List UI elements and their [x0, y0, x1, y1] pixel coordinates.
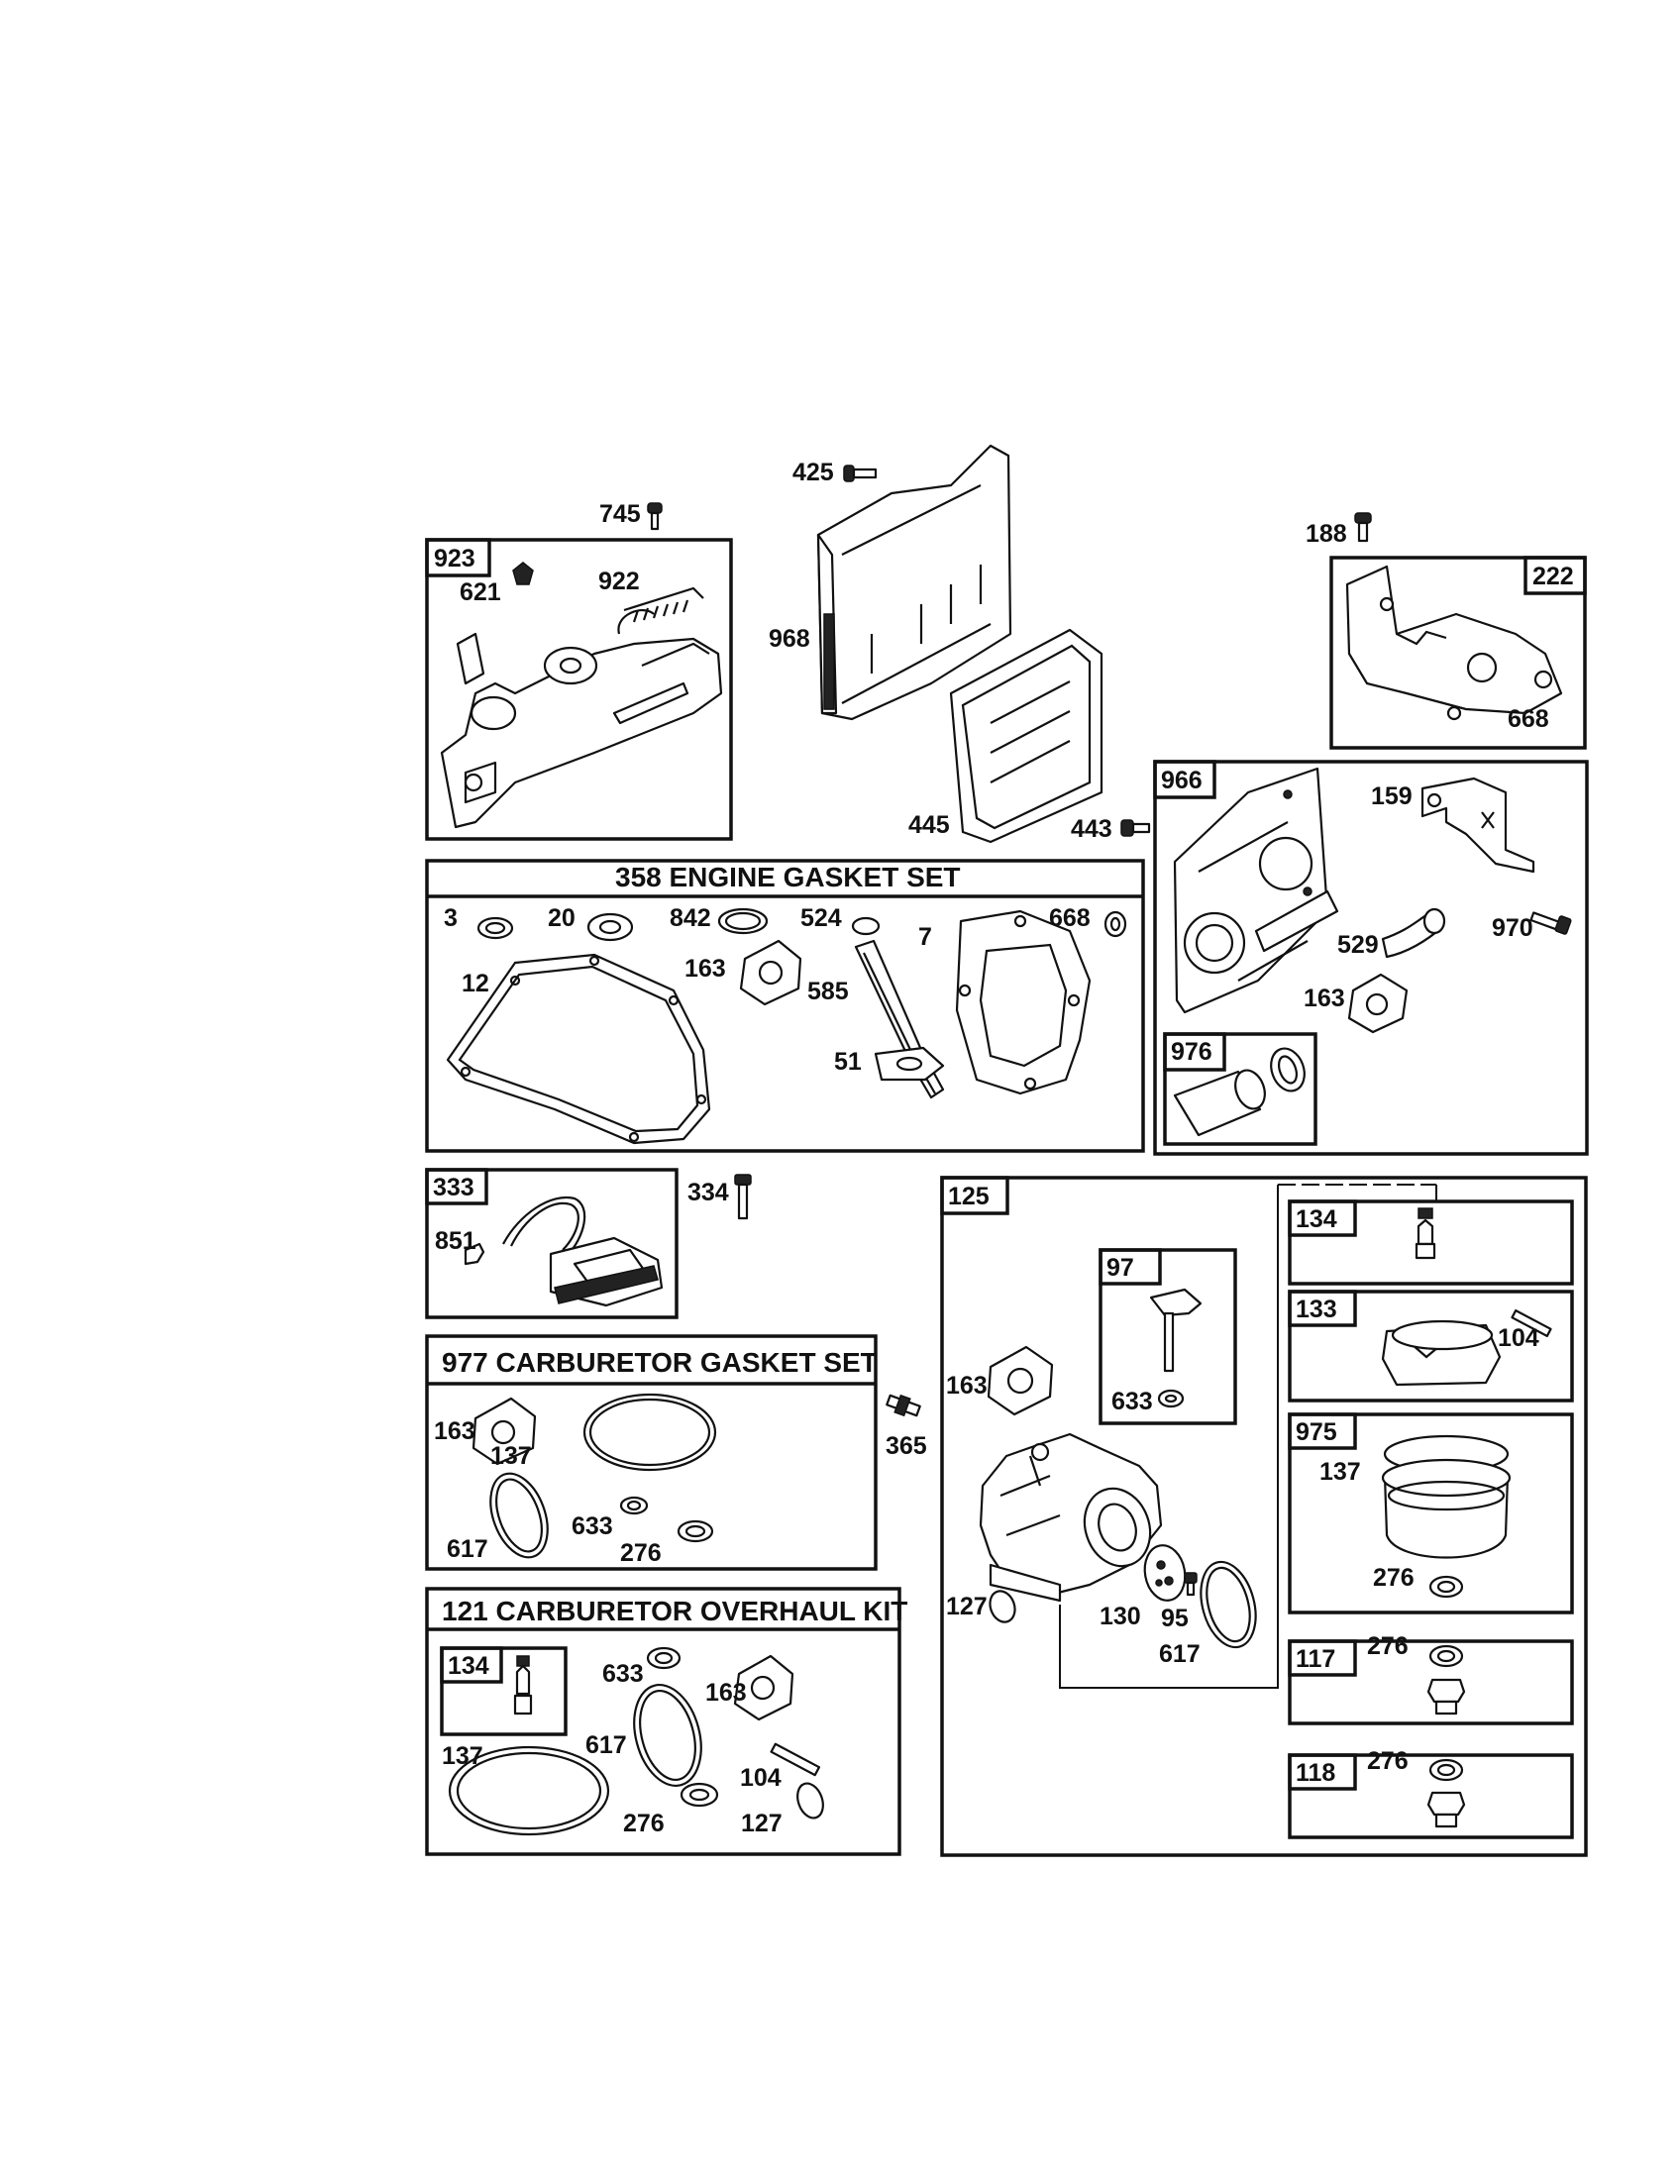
screw-188-drawing: [1354, 512, 1372, 543]
callout-163: 163: [434, 1417, 475, 1445]
carb-overhaul-kit-121-drawing: [448, 1646, 824, 1836]
callout-968: 968: [769, 625, 810, 653]
callout-104: 104: [1498, 1324, 1539, 1352]
callout-617: 617: [585, 1731, 627, 1759]
callout-95: 95: [1161, 1605, 1189, 1632]
box-tag-117: 117: [1296, 1645, 1335, 1673]
callout-617: 617: [447, 1535, 488, 1563]
callout-7: 7: [918, 923, 932, 951]
air-filter-445-drawing: [949, 628, 1103, 844]
carb-gasket-set-977-drawing: [472, 1393, 717, 1559]
callout-127: 127: [946, 1593, 988, 1620]
callout-137: 137: [490, 1442, 532, 1470]
callout-633: 633: [602, 1660, 644, 1688]
stud-365-drawing: [886, 1394, 921, 1417]
callout-668: 668: [1508, 705, 1549, 733]
armature-333-drawing: [464, 1196, 664, 1307]
screw-425-drawing: [843, 465, 878, 482]
callout-621: 621: [460, 578, 501, 606]
callout-276: 276: [623, 1810, 665, 1837]
screw-745-drawing: [647, 502, 663, 531]
bracket-159-drawing: [1420, 777, 1535, 874]
box-tag-923: 923: [434, 545, 475, 572]
box-tag-97: 97: [1106, 1254, 1134, 1282]
box-tag-966: 966: [1161, 767, 1203, 794]
callout-585: 585: [807, 978, 849, 1005]
box-tag-134: 134: [448, 1652, 489, 1680]
callout-529: 529: [1337, 931, 1379, 959]
box-tag-133: 133: [1296, 1296, 1337, 1323]
sleeve-976-drawing: [1173, 1047, 1306, 1137]
callout-276: 276: [1367, 1632, 1409, 1660]
box-125-carburetor: [940, 1176, 1588, 1857]
callout-137: 137: [442, 1742, 483, 1770]
callout-425: 425: [792, 459, 834, 486]
screw-334-drawing: [734, 1174, 752, 1220]
box-tag-125: 125: [948, 1183, 990, 1210]
callout-137: 137: [1319, 1458, 1361, 1486]
callout-524: 524: [800, 904, 842, 932]
callout-51: 51: [834, 1048, 862, 1076]
callout-127: 127: [741, 1810, 783, 1837]
callout-163: 163: [684, 955, 726, 983]
box-tag-222: 222: [1532, 563, 1574, 590]
callout-163: 163: [946, 1372, 988, 1400]
box-333-armature: [425, 1168, 679, 1319]
title-carburetor-gasket-set: 977 CARBURETOR GASKET SET: [442, 1347, 878, 1378]
callout-276: 276: [1373, 1564, 1415, 1592]
air-cleaner-base-966-drawing: [1173, 767, 1339, 1014]
callout-3: 3: [444, 904, 458, 932]
callout-188: 188: [1306, 520, 1347, 548]
callout-633: 633: [572, 1512, 613, 1540]
title-engine-gasket-set: 358 ENGINE GASKET SET: [615, 862, 961, 892]
title-carburetor-overhaul-kit: 121 CARBURETOR OVERHAUL KIT: [442, 1596, 907, 1626]
callout-130: 130: [1100, 1603, 1141, 1630]
box-358-engine-gasket-set: [425, 859, 1145, 1153]
callout-20: 20: [548, 904, 576, 932]
callout-922: 922: [598, 568, 640, 595]
callout-851: 851: [435, 1227, 476, 1255]
box-222-bracket: [1329, 556, 1587, 750]
callout-159: 159: [1371, 782, 1413, 810]
callout-276: 276: [620, 1539, 662, 1567]
box-tag-118: 118: [1296, 1759, 1335, 1787]
box-966-air-cleaner-base: [1153, 760, 1589, 1156]
gasket-163-966-drawing: [1347, 973, 1409, 1034]
callout-633: 633: [1111, 1388, 1153, 1415]
box-tag-134: 134: [1296, 1205, 1337, 1233]
box-976-sleeve: [1163, 1032, 1317, 1146]
control-bracket-923-drawing: [440, 562, 723, 829]
callout-163: 163: [705, 1679, 747, 1707]
labels-layer: 745 425 188 968 445 443 621 922 668 159 970 529 163 3…: [433, 459, 1574, 1837]
callout-163: 163: [1304, 985, 1345, 1012]
callout-668: 668: [1049, 904, 1091, 932]
callout-104: 104: [740, 1764, 782, 1792]
callout-443: 443: [1071, 815, 1112, 843]
box-tag-975: 975: [1296, 1418, 1337, 1446]
screw-443-drawing: [1120, 819, 1151, 837]
callout-617: 617: [1159, 1640, 1201, 1668]
callout-842: 842: [670, 904, 711, 932]
hose-529-drawing: [1381, 907, 1446, 959]
governor-bracket-222-drawing: [1345, 565, 1563, 721]
box-tag-976: 976: [1171, 1038, 1212, 1066]
screw-970-drawing: [1529, 911, 1572, 935]
callout-445: 445: [908, 811, 950, 839]
callout-365: 365: [886, 1432, 927, 1460]
box-923-control-bracket: [425, 538, 733, 841]
box-tag-333: 333: [433, 1174, 474, 1201]
callout-970: 970: [1492, 914, 1533, 942]
carburetor-125-drawing: [979, 1207, 1552, 1828]
box-977-carburetor-gasket-set: [425, 1334, 878, 1571]
callout-276: 276: [1367, 1747, 1409, 1775]
callout-334: 334: [687, 1179, 729, 1206]
callout-12: 12: [462, 970, 489, 997]
gasket-set-358-drawing: [446, 907, 1127, 1145]
box-121-carburetor-overhaul-kit: [425, 1587, 901, 1856]
air-cleaner-cover-968-drawing: [816, 444, 1012, 721]
callout-745: 745: [599, 500, 641, 528]
